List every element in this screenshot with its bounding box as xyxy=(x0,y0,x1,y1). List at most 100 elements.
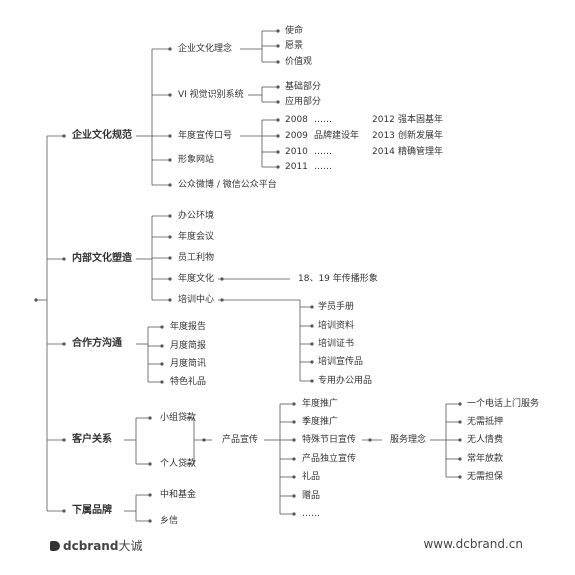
connector-dot xyxy=(62,509,66,513)
connector-dot xyxy=(168,183,172,187)
dcbrand-logo-icon xyxy=(50,541,60,551)
connector-dot xyxy=(276,150,280,154)
node-office-supplies: 专用办公用品 xyxy=(318,376,373,386)
connector-dot xyxy=(168,277,172,281)
node-more: …… xyxy=(302,509,320,519)
connector-dot xyxy=(368,438,372,442)
connector-dot xyxy=(168,93,172,97)
connector-dot xyxy=(148,493,152,497)
connector-dot xyxy=(160,380,164,384)
connector-dot xyxy=(160,344,164,348)
slogan-2010-text: …… xyxy=(314,147,332,157)
connector-dot xyxy=(292,420,296,424)
node-gift: 礼品 xyxy=(302,472,321,482)
connector-dot xyxy=(292,494,296,498)
connector-dot xyxy=(202,438,206,442)
connector-dot xyxy=(310,324,314,328)
slogan-2011-year: 2011 xyxy=(285,162,308,172)
slogan-2012-text: 强本固基年 xyxy=(398,115,444,125)
slogan-2008-text: …… xyxy=(314,115,332,125)
connector-dot xyxy=(168,256,172,260)
node-training-certificate: 培训证书 xyxy=(318,339,355,349)
connector-dot xyxy=(310,305,314,309)
node-culture-concept: 企业文化理念 xyxy=(178,44,233,54)
connector-dot xyxy=(276,60,280,64)
node-image-18-19: 18、19 年传播形象 xyxy=(298,274,378,284)
connector-dot xyxy=(292,512,296,516)
connector-dot xyxy=(276,118,280,122)
branch-internal-culture: 内部文化塑造 xyxy=(72,253,132,264)
connector-dot xyxy=(276,134,280,138)
node-training-promo: 培训宣传品 xyxy=(318,357,364,367)
node-group-loan: 小组贷款 xyxy=(160,413,197,423)
node-values: 价值观 xyxy=(285,57,313,67)
footer-logo: dcbrand大诚 xyxy=(50,537,142,554)
footer-brand-cn: 大诚 xyxy=(118,539,143,553)
node-image-website: 形象网站 xyxy=(178,155,215,165)
connector-dot xyxy=(310,360,314,364)
connector-dot xyxy=(62,134,66,138)
node-employee-gifts: 员工利物 xyxy=(178,253,215,263)
node-annual-meeting: 年度会议 xyxy=(178,232,215,242)
footer-brand-latin: dcbrand xyxy=(63,539,119,553)
connector-dot xyxy=(148,519,152,523)
connector-dot xyxy=(292,475,296,479)
connector-dot xyxy=(168,235,172,239)
connector-dot xyxy=(458,475,462,479)
node-office-environment: 办公环境 xyxy=(178,211,215,221)
node-product-standalone: 产品独立宣传 xyxy=(302,454,357,464)
node-annual-report: 年度报告 xyxy=(170,322,207,332)
node-mission: 使命 xyxy=(285,26,304,36)
connector-dot xyxy=(148,462,152,466)
connector-dot xyxy=(160,325,164,329)
slogan-2013-year: 2013 xyxy=(372,131,395,141)
connector-dot xyxy=(276,165,280,169)
connector-dot xyxy=(62,438,66,442)
connector-dot xyxy=(168,158,172,162)
node-monthly-brief: 月度简报 xyxy=(170,341,207,351)
connector-dot xyxy=(62,257,66,261)
node-zhonghe-fund: 中和基金 xyxy=(160,490,197,500)
node-annual-culture: 年度文化 xyxy=(178,274,215,284)
connector-dot xyxy=(220,298,224,302)
node-annual-promo: 年度推广 xyxy=(302,399,339,409)
node-monthly-news: 月度简讯 xyxy=(170,359,207,369)
node-annual-slogan: 年度宣传口号 xyxy=(178,131,233,141)
node-vi-system: VI 视觉识别系统 xyxy=(178,90,244,100)
connector-dot xyxy=(292,402,296,406)
connector-dot xyxy=(276,100,280,104)
connector-dot xyxy=(276,44,280,48)
connector-dot xyxy=(34,298,38,302)
connector-dot xyxy=(276,29,280,33)
slogan-2014-text: 精确管理年 xyxy=(398,147,444,157)
connector-dot xyxy=(310,342,314,346)
connector-dot xyxy=(276,85,280,89)
node-personal-loan: 个人贷款 xyxy=(160,459,197,469)
connector-dot xyxy=(310,379,314,383)
connector-dot xyxy=(168,134,172,138)
slogan-2012-year: 2012 xyxy=(372,115,395,125)
connector-dot xyxy=(458,457,462,461)
slogan-2009-year: 2009 xyxy=(285,131,308,141)
node-xiangxin: 乡信 xyxy=(160,516,179,526)
node-training-center: 培训中心 xyxy=(178,295,215,305)
connector-dot xyxy=(292,457,296,461)
node-vi-basic: 基础部分 xyxy=(285,82,322,92)
node-special-gifts: 特色礼品 xyxy=(170,377,207,387)
slogan-2009-text: 品牌建设年 xyxy=(314,131,360,141)
connector-dot xyxy=(220,277,224,281)
connector-dot xyxy=(168,47,172,51)
slogan-2011-text: …… xyxy=(314,162,332,172)
node-vi-application: 应用部分 xyxy=(285,97,322,107)
slogan-2010-year: 2010 xyxy=(285,147,308,157)
node-weibo-wechat: 公众微博 / 微信公众平台 xyxy=(178,180,277,190)
connector-dot xyxy=(458,402,462,406)
slogan-2008-year: 2008 xyxy=(285,115,308,125)
node-no-favor-fee: 无人情费 xyxy=(467,435,504,445)
connector-dot xyxy=(292,438,296,442)
footer-url: www.dcbrand.cn xyxy=(423,537,523,551)
node-training-materials: 培训资料 xyxy=(318,321,355,331)
connector-dot xyxy=(458,438,462,442)
node-quarterly-promo: 季度推广 xyxy=(302,417,339,427)
